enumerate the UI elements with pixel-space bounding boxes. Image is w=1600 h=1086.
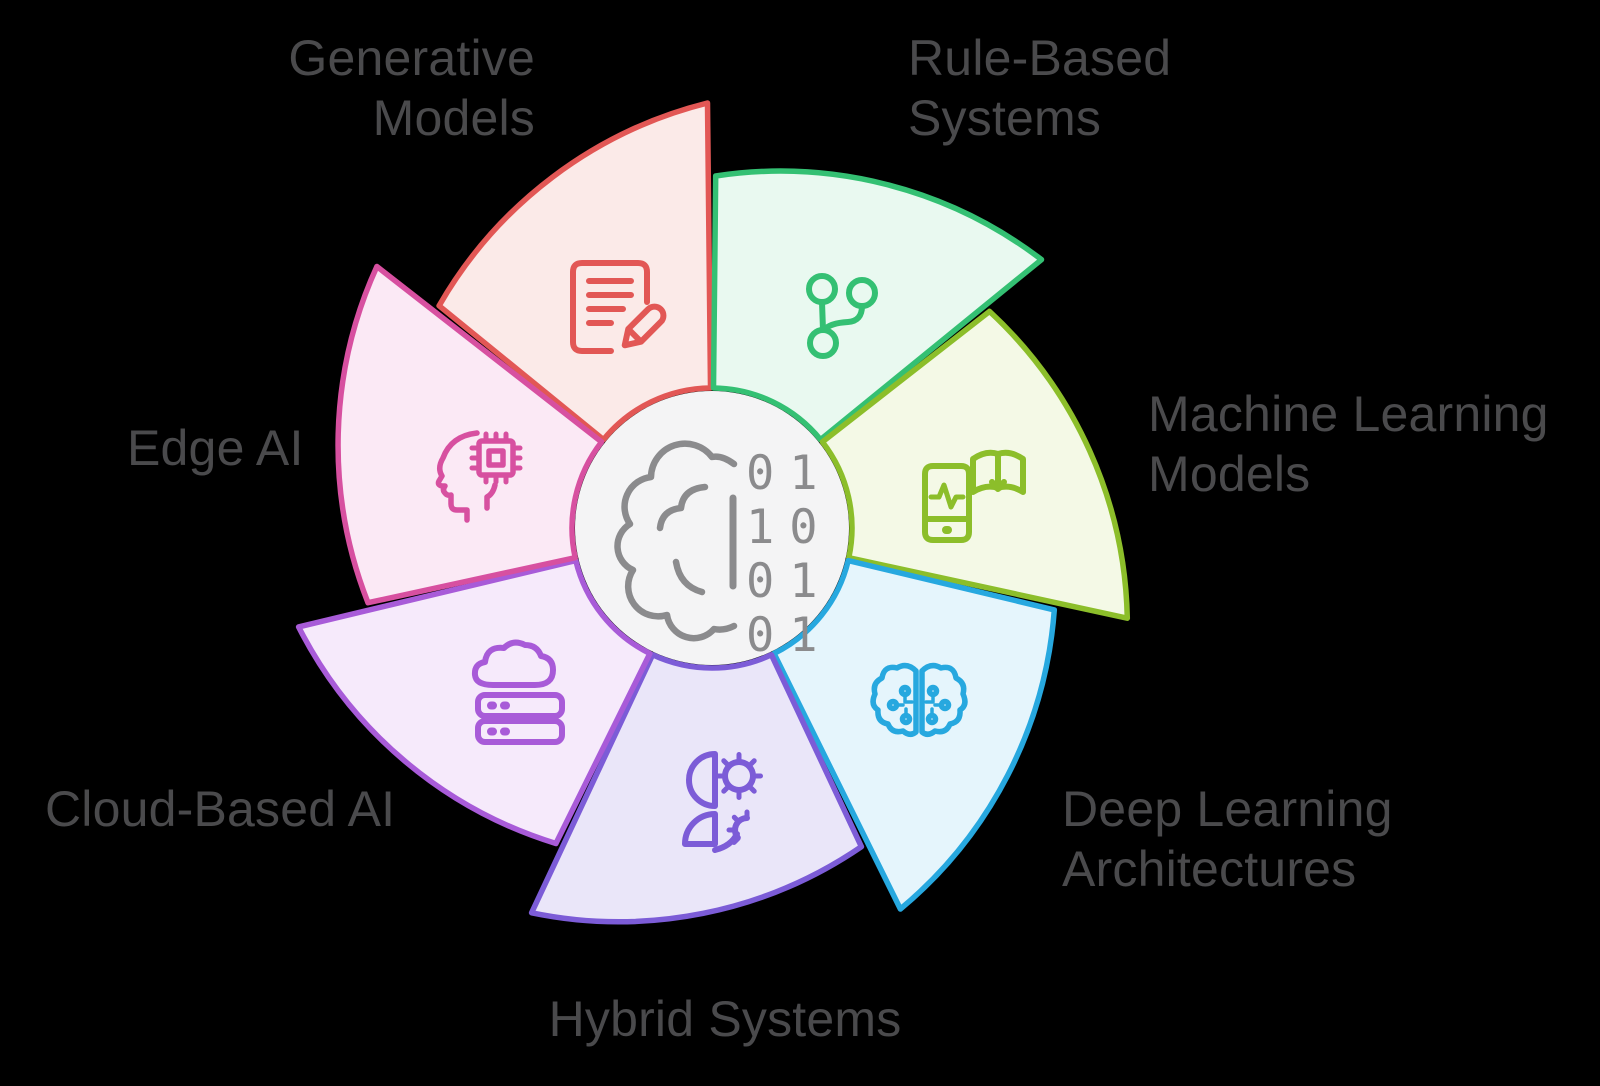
binary-text-row: 01 xyxy=(746,608,833,663)
binary-code: 01 10 01 01 xyxy=(746,446,833,663)
segment-rule-based-systems xyxy=(710,168,1045,443)
center-circle xyxy=(575,391,849,665)
document-edit-icon xyxy=(570,260,667,354)
brain-icon xyxy=(614,440,738,642)
binary-text-row: 10 xyxy=(746,500,833,555)
human-gear-icon xyxy=(682,751,763,853)
head-chip-icon xyxy=(435,430,523,523)
circuit-brain-icon xyxy=(870,662,968,737)
label-machine-learning-models: Machine Learning Models xyxy=(1148,386,1549,502)
binary-text-row: 01 xyxy=(746,554,833,609)
mobile-book-icon xyxy=(922,449,1026,543)
label-cloud-based-ai: Cloud-Based AI xyxy=(45,781,396,837)
label-rule-based-systems: Rule-Based Systems xyxy=(908,30,1172,146)
binary-text-row: 01 xyxy=(746,446,833,501)
branch-icon xyxy=(806,273,878,359)
cloud-server-icon xyxy=(471,639,565,745)
label-edge-ai: Edge AI xyxy=(127,420,304,476)
label-deep-learning-architectures: Deep Learning Architectures xyxy=(1062,781,1393,897)
label-generative-models: Generative Models xyxy=(288,30,535,146)
segment-cloud-based-ai xyxy=(295,557,653,847)
label-hybrid-systems: Hybrid Systems xyxy=(548,991,902,1047)
segment-hybrid-systems xyxy=(528,652,865,925)
